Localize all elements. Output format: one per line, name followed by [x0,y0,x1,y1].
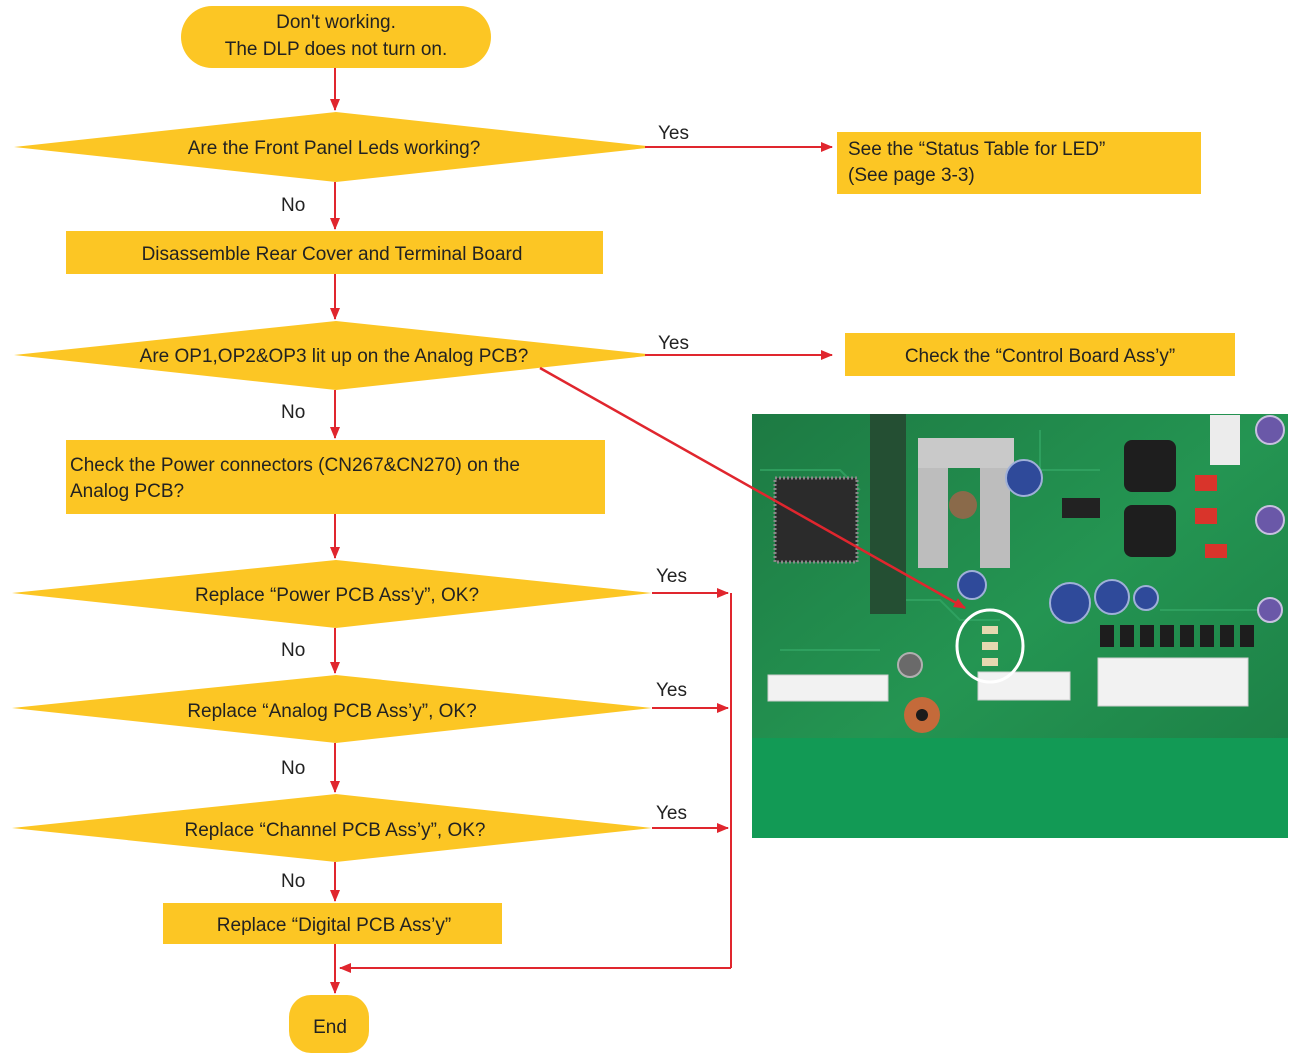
ic-chip [773,476,859,564]
process-power-line-2: Analog PCB? [70,481,184,502]
resistor-row [1100,625,1254,647]
start-terminator: Don't working. The DLP does not turn on. [181,6,491,68]
led-highlight-circle [955,608,1025,684]
end-terminator: End [289,995,369,1053]
decision-op-leds: Are OP1,OP2&OP3 lit up on the Analog PCB… [14,321,656,390]
end-text: End [313,1017,347,1038]
green-mat [752,738,1288,838]
process-power-line-1: Check the Power connectors (CN267&CN270)… [70,455,520,476]
decision-4-yes-label: Yes [656,680,687,701]
decision-5-yes-label: Yes [656,803,687,824]
connectors [330,68,833,994]
decision-front-panel-leds: Are the Front Panel Leds working? [14,112,656,182]
decision-1-no-label: No [281,195,305,216]
header-strip [870,414,906,614]
decision-5-no-label: No [281,871,305,892]
process-digital-text: Replace “Digital PCB Ass’y” [217,915,451,936]
decision-1-text: Are the Front Panel Leds working? [188,138,481,159]
decision-3-no-label: No [281,640,305,661]
op-leds [982,626,998,666]
status-table-box: See the “Status Table for LED” (See page… [837,132,1201,194]
decision-4-no-label: No [281,758,305,779]
white-connector-top [1210,415,1240,465]
decision-analog-pcb: Replace “Analog PCB Ass’y”, OK? [12,675,652,743]
decision-1-yes-label: Yes [658,123,689,144]
start-line-2: The DLP does not turn on. [225,39,448,60]
small-ic [1062,498,1100,518]
decision-5-text: Replace “Channel PCB Ass’y”, OK? [185,820,486,841]
start-line-1: Don't working. [276,12,396,33]
inductor-1 [1124,440,1176,492]
red-components [1195,475,1227,558]
decision-2-text: Are OP1,OP2&OP3 lit up on the Analog PCB… [140,346,529,367]
capacitors [897,415,1285,678]
white-connectors [767,657,1249,707]
heatsink [918,438,1014,568]
decision-4-text: Replace “Analog PCB Ass’y”, OK? [187,701,476,722]
decision-channel-pcb: Replace “Channel PCB Ass’y”, OK? [12,794,652,862]
decision-power-pcb: Replace “Power PCB Ass’y”, OK? [12,560,652,628]
decision-3-text: Replace “Power PCB Ass’y”, OK? [195,585,479,606]
control-board-box: Check the “Control Board Ass’y” [845,333,1235,376]
decision-3-yes-label: Yes [656,566,687,587]
analog-pcb-photo [752,414,1288,838]
process-disassemble-text: Disassemble Rear Cover and Terminal Boar… [142,244,523,265]
control-box-text: Check the “Control Board Ass’y” [905,346,1175,367]
decision-2-no-label: No [281,402,305,423]
status-box-line-1: See the “Status Table for LED” [848,139,1105,160]
process-disassemble: Disassemble Rear Cover and Terminal Boar… [66,231,603,274]
decision-2-yes-label: Yes [658,333,689,354]
inductor-2 [1124,505,1176,557]
process-power-connectors: Check the Power connectors (CN267&CN270)… [66,440,605,514]
pointer-arrow-to-leds [539,366,966,610]
process-digital-pcb: Replace “Digital PCB Ass’y” [163,903,502,944]
status-box-line-2: (See page 3-3) [848,165,975,186]
